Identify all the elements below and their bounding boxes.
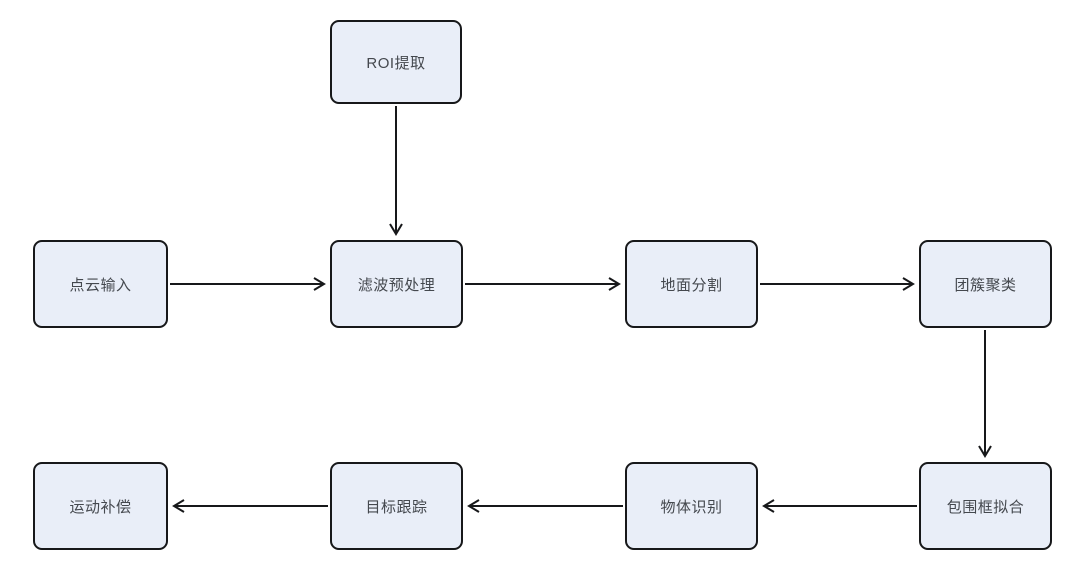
- node-object-recognition: 物体识别: [625, 462, 758, 550]
- node-clustering: 团簇聚类: [919, 240, 1052, 328]
- node-bounding-box-fitting: 包围框拟合: [919, 462, 1052, 550]
- node-target-tracking: 目标跟踪: [330, 462, 463, 550]
- node-filter-preprocessing: 滤波预处理: [330, 240, 463, 328]
- node-point-cloud-input: 点云输入: [33, 240, 168, 328]
- node-roi-extraction: ROI提取: [330, 20, 462, 104]
- node-ground-segmentation: 地面分割: [625, 240, 758, 328]
- node-motion-compensation: 运动补偿: [33, 462, 168, 550]
